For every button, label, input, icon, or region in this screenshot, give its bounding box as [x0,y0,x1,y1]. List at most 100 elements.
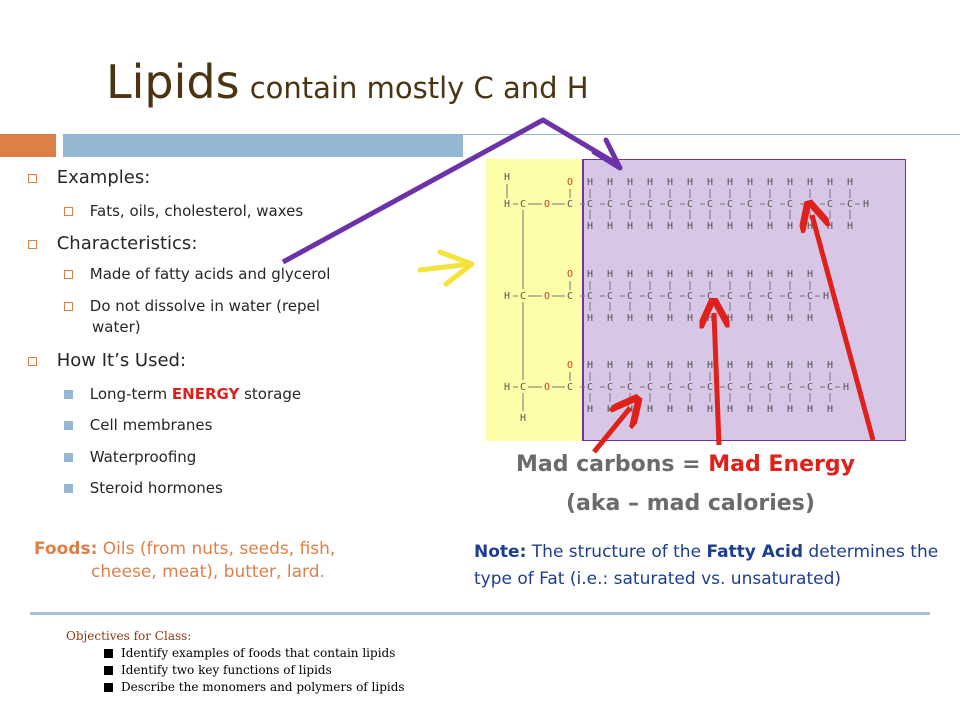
atom-label: C [587,382,593,393]
atom-label: H [587,269,593,280]
atom-label: H [747,313,753,324]
atom-label: H [767,313,773,324]
atom-label: H [504,199,510,210]
atom-label: C [747,199,753,210]
atom-label: C [787,382,793,393]
accent-bar-orange [0,134,56,157]
atom-label: H [607,177,613,188]
atom-label: H [787,269,793,280]
title-main: Lipids [106,55,240,109]
atom-label: H [627,404,633,415]
bullet-filled-icon [64,421,73,430]
objective-item: Identify examples of foods that contain … [66,645,405,662]
atom-label: C [707,199,713,210]
atom-label: C [567,382,573,393]
atom-label: C [727,291,733,302]
square-bullet-icon [104,666,113,675]
atom-label: C [667,291,673,302]
atom-label: H [667,177,673,188]
atom-label: H [687,221,693,232]
atom-label: C [647,199,653,210]
atom-label: H [647,221,653,232]
atom-label: H [807,313,813,324]
atom-label: H [727,177,733,188]
atom-label: H [727,269,733,280]
atom-label: H [627,313,633,324]
atom-label: C [747,291,753,302]
bullet-box-icon [28,356,37,366]
atom-label: O [567,360,573,371]
atom-label: C [520,199,526,210]
title-subtitle: contain mostly C and H [249,71,589,105]
atom-label: C [647,382,653,393]
atom-label: H [607,313,613,324]
atom-label: H [727,360,733,371]
bullet-examples: Examples: [28,167,150,188]
atom-label: O [544,199,550,210]
atom-label: H [687,313,693,324]
atom-label: H [504,382,510,393]
accent-bar-blue [63,134,463,157]
atom-label: H [747,177,753,188]
atom-label: C [807,382,813,393]
atom-label: H [647,404,653,415]
bullet-characteristics-2-cont: water) [92,318,141,336]
atom-label: C [727,382,733,393]
atom-label: H [587,313,593,324]
atom-label: C [747,382,753,393]
atom-label: C [607,199,613,210]
atom-label: H [667,269,673,280]
atom-label: H [807,360,813,371]
atom-label: C [667,382,673,393]
atom-label: H [707,313,713,324]
atom-label: H [727,404,733,415]
atom-label: H [627,360,633,371]
atom-label: H [707,360,713,371]
atom-label: H [807,177,813,188]
atom-label: H [504,291,510,302]
atom-label: H [823,291,829,302]
atom-label: H [647,313,653,324]
bullet-filled-icon [64,484,73,493]
atom-label: H [587,404,593,415]
objectives-heading: Objectives for Class: [66,629,192,643]
bullet-examples-1: Fats, oils, cholesterol, waxes [64,202,303,220]
atom-label: H [787,404,793,415]
bullet-used-4: Steroid hormones [64,479,223,497]
bullet-used-1: Long-term ENERGY storage [64,385,301,403]
diagram-caption-sub: (aka – mad calories) [566,491,815,516]
atom-label: H [687,177,693,188]
atom-label: O [544,291,550,302]
atom-label: C [687,199,693,210]
atom-label: H [587,360,593,371]
objective-item: Identify two key functions of lipids [66,662,405,679]
atom-label: O [544,382,550,393]
atom-label: C [707,382,713,393]
atom-label: H [787,221,793,232]
atom-label: H [847,177,853,188]
atom-label: C [587,199,593,210]
atom-label: H [767,404,773,415]
foods-text: Foods: Oils (from nuts, seeds, fish, che… [34,539,336,582]
atom-label: H [847,221,853,232]
atom-label: H [587,221,593,232]
atom-label: H [707,177,713,188]
bullet-filled-icon [64,390,73,399]
atom-label: C [567,199,573,210]
accent-line [463,134,960,135]
atom-label: H [767,221,773,232]
bullet-box-icon [28,239,37,249]
atom-label: H [627,269,633,280]
atom-label: H [647,269,653,280]
atom-label: H [504,172,510,183]
slide-title: Lipids contain mostly C and H [106,55,589,109]
atom-label: C [727,199,733,210]
atom-label: H [787,177,793,188]
atom-label: H [647,360,653,371]
atom-label: H [520,413,526,424]
atom-label: H [787,360,793,371]
atom-label: H [807,404,813,415]
atom-label: H [667,313,673,324]
atom-label: H [687,404,693,415]
